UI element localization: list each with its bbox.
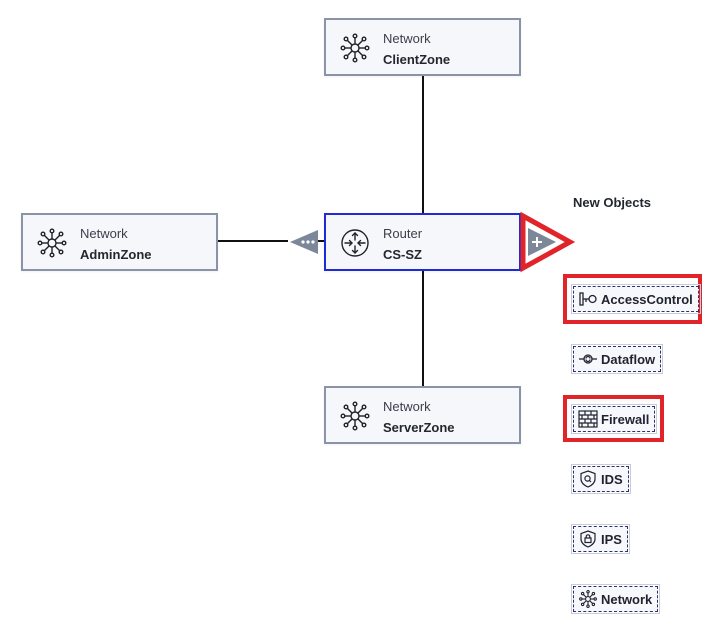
node-serverzone[interactable]: Network ServerZone xyxy=(324,386,521,444)
edge-handle-router xyxy=(318,240,326,242)
node-adminzone[interactable]: Network AdminZone xyxy=(21,213,218,271)
add-connection-handle[interactable] xyxy=(520,212,580,274)
object-label: AccessControl xyxy=(601,291,693,307)
firewall-icon xyxy=(578,410,598,428)
ids-shield-icon xyxy=(580,470,596,488)
new-object-firewall[interactable]: Firewall xyxy=(570,404,658,434)
router-icon xyxy=(341,229,369,257)
more-options-handle[interactable] xyxy=(288,228,320,256)
node-type-label: Network xyxy=(383,31,431,46)
object-label: IDS xyxy=(601,471,623,487)
network-icon xyxy=(579,590,597,608)
node-name-label: AdminZone xyxy=(80,247,152,262)
node-router-cs-sz[interactable]: Router CS-SZ xyxy=(324,213,521,271)
network-icon xyxy=(340,33,370,63)
edge-admin-router xyxy=(218,240,288,242)
ips-shield-icon xyxy=(580,530,596,548)
node-clientzone[interactable]: Network ClientZone xyxy=(324,18,521,76)
new-objects-title: New Objects xyxy=(573,195,652,210)
node-name-label: CS-SZ xyxy=(383,247,422,262)
node-type-label: Router xyxy=(383,226,423,241)
new-object-ids[interactable]: IDS xyxy=(571,464,631,494)
object-label: Firewall xyxy=(601,411,650,427)
network-icon xyxy=(340,401,370,431)
node-type-label: Network xyxy=(383,399,431,414)
highlight-accesscontrol xyxy=(563,274,702,324)
object-label: Network xyxy=(601,591,653,607)
network-icon xyxy=(37,228,67,258)
edge-client-router xyxy=(422,75,424,214)
object-label: IPS xyxy=(601,531,622,547)
new-object-dataflow[interactable]: Dataflow xyxy=(570,344,664,374)
highlight-firewall xyxy=(563,395,664,442)
new-object-ips[interactable]: IPS xyxy=(571,524,630,554)
edge-router-server xyxy=(422,270,424,387)
dataflow-icon xyxy=(579,354,597,364)
node-name-label: ClientZone xyxy=(383,52,451,67)
new-object-accesscontrol[interactable]: AccessControl xyxy=(571,284,701,314)
key-icon xyxy=(579,292,597,306)
node-name-label: ServerZone xyxy=(383,420,455,435)
node-type-label: Network xyxy=(80,226,128,241)
object-label: Dataflow xyxy=(601,351,656,367)
new-object-network[interactable]: Network xyxy=(570,584,661,614)
